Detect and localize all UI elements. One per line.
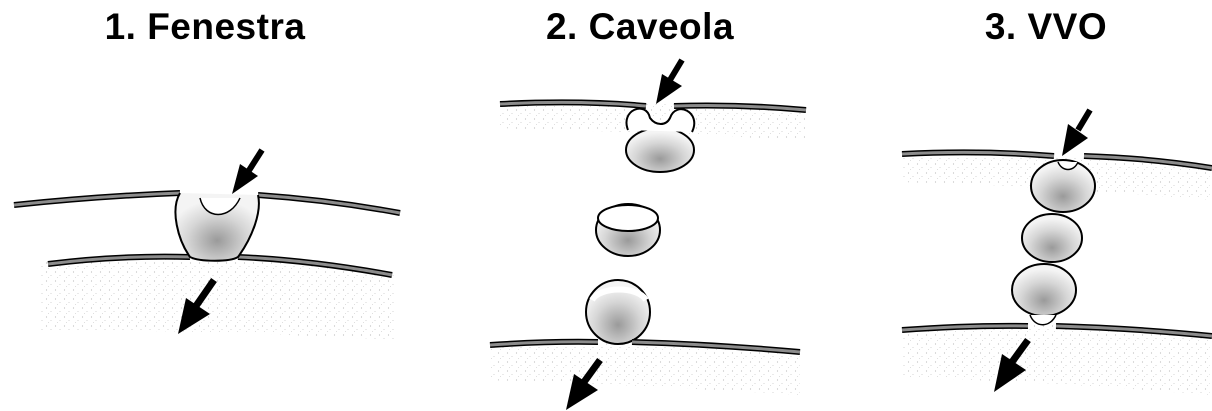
- panel-caveola: 2. Caveola: [470, 0, 810, 411]
- panel-vvo: 3. VVO: [880, 0, 1212, 411]
- caveola-diagram: [470, 0, 810, 411]
- vvo-diagram: [880, 0, 1212, 411]
- arrow-icon: [1062, 110, 1090, 156]
- arrow-icon: [232, 150, 262, 194]
- panel-fenestra: 1. Fenestra: [0, 0, 410, 411]
- arrow-icon: [656, 60, 682, 104]
- fenestra-diagram: [0, 0, 410, 411]
